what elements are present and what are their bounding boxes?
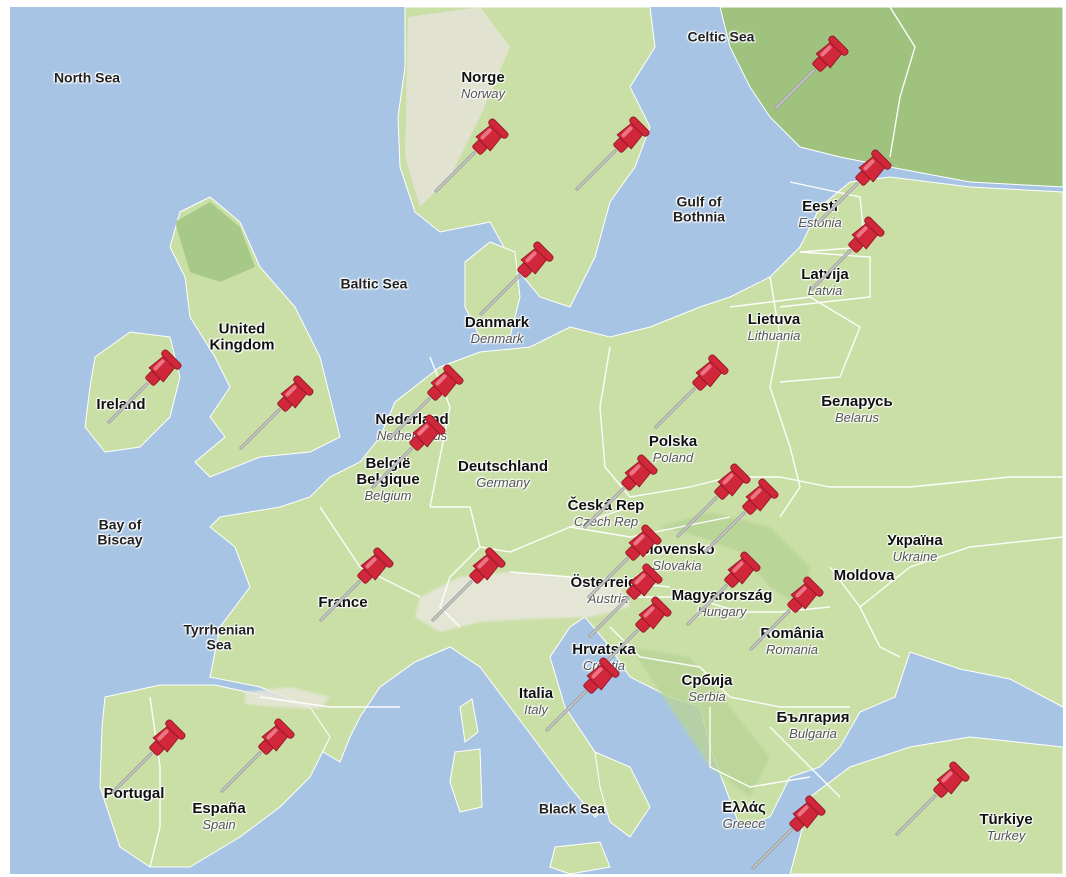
land-continent	[209, 176, 1063, 828]
terrain-balkans	[630, 647, 770, 797]
pushpin-icon[interactable]	[811, 140, 901, 230]
land-norway-mountains	[405, 7, 510, 207]
pushpin-icon[interactable]	[670, 454, 760, 544]
pushpin-icon[interactable]	[582, 554, 672, 644]
land-scottish-highlands	[175, 202, 255, 282]
pushpin-icon[interactable]	[680, 542, 770, 632]
pushpin-icon[interactable]	[768, 26, 858, 116]
land-italy-south	[594, 751, 651, 838]
pushpin-icon[interactable]	[539, 648, 629, 738]
land-finland	[719, 7, 1063, 188]
pushpin-icon[interactable]	[577, 445, 667, 535]
pushpin-icon[interactable]	[428, 109, 518, 199]
land-sicily	[549, 841, 611, 874]
pushpin-icon[interactable]	[648, 345, 738, 435]
pushpin-icon[interactable]	[581, 515, 671, 605]
pushpin-icon[interactable]	[233, 366, 323, 456]
pushpin-icon[interactable]	[569, 107, 659, 197]
pushpin-icon[interactable]	[101, 340, 191, 430]
pushpin-icon[interactable]	[365, 405, 455, 495]
pushpin-icon[interactable]	[383, 355, 473, 445]
terrain-alps	[415, 572, 630, 632]
land-corsica	[459, 698, 479, 743]
pushpin-icon[interactable]	[889, 752, 979, 842]
pushpin-icon[interactable]	[698, 469, 788, 559]
pushpin-icon[interactable]	[745, 786, 835, 874]
pushpin-icon[interactable]	[214, 709, 304, 799]
pushpin-icon[interactable]	[473, 232, 563, 322]
pushpin-icon[interactable]	[804, 207, 894, 297]
pushpin-icon[interactable]	[105, 710, 195, 800]
land-sardinia	[449, 748, 483, 813]
pushpin-icon[interactable]	[743, 567, 833, 657]
pushpin-icon[interactable]	[313, 538, 403, 628]
pushpin-icon[interactable]	[591, 587, 681, 677]
pushpin-icon[interactable]	[425, 538, 515, 628]
land-denmark	[464, 241, 521, 338]
terrain-carpathians	[660, 512, 810, 607]
